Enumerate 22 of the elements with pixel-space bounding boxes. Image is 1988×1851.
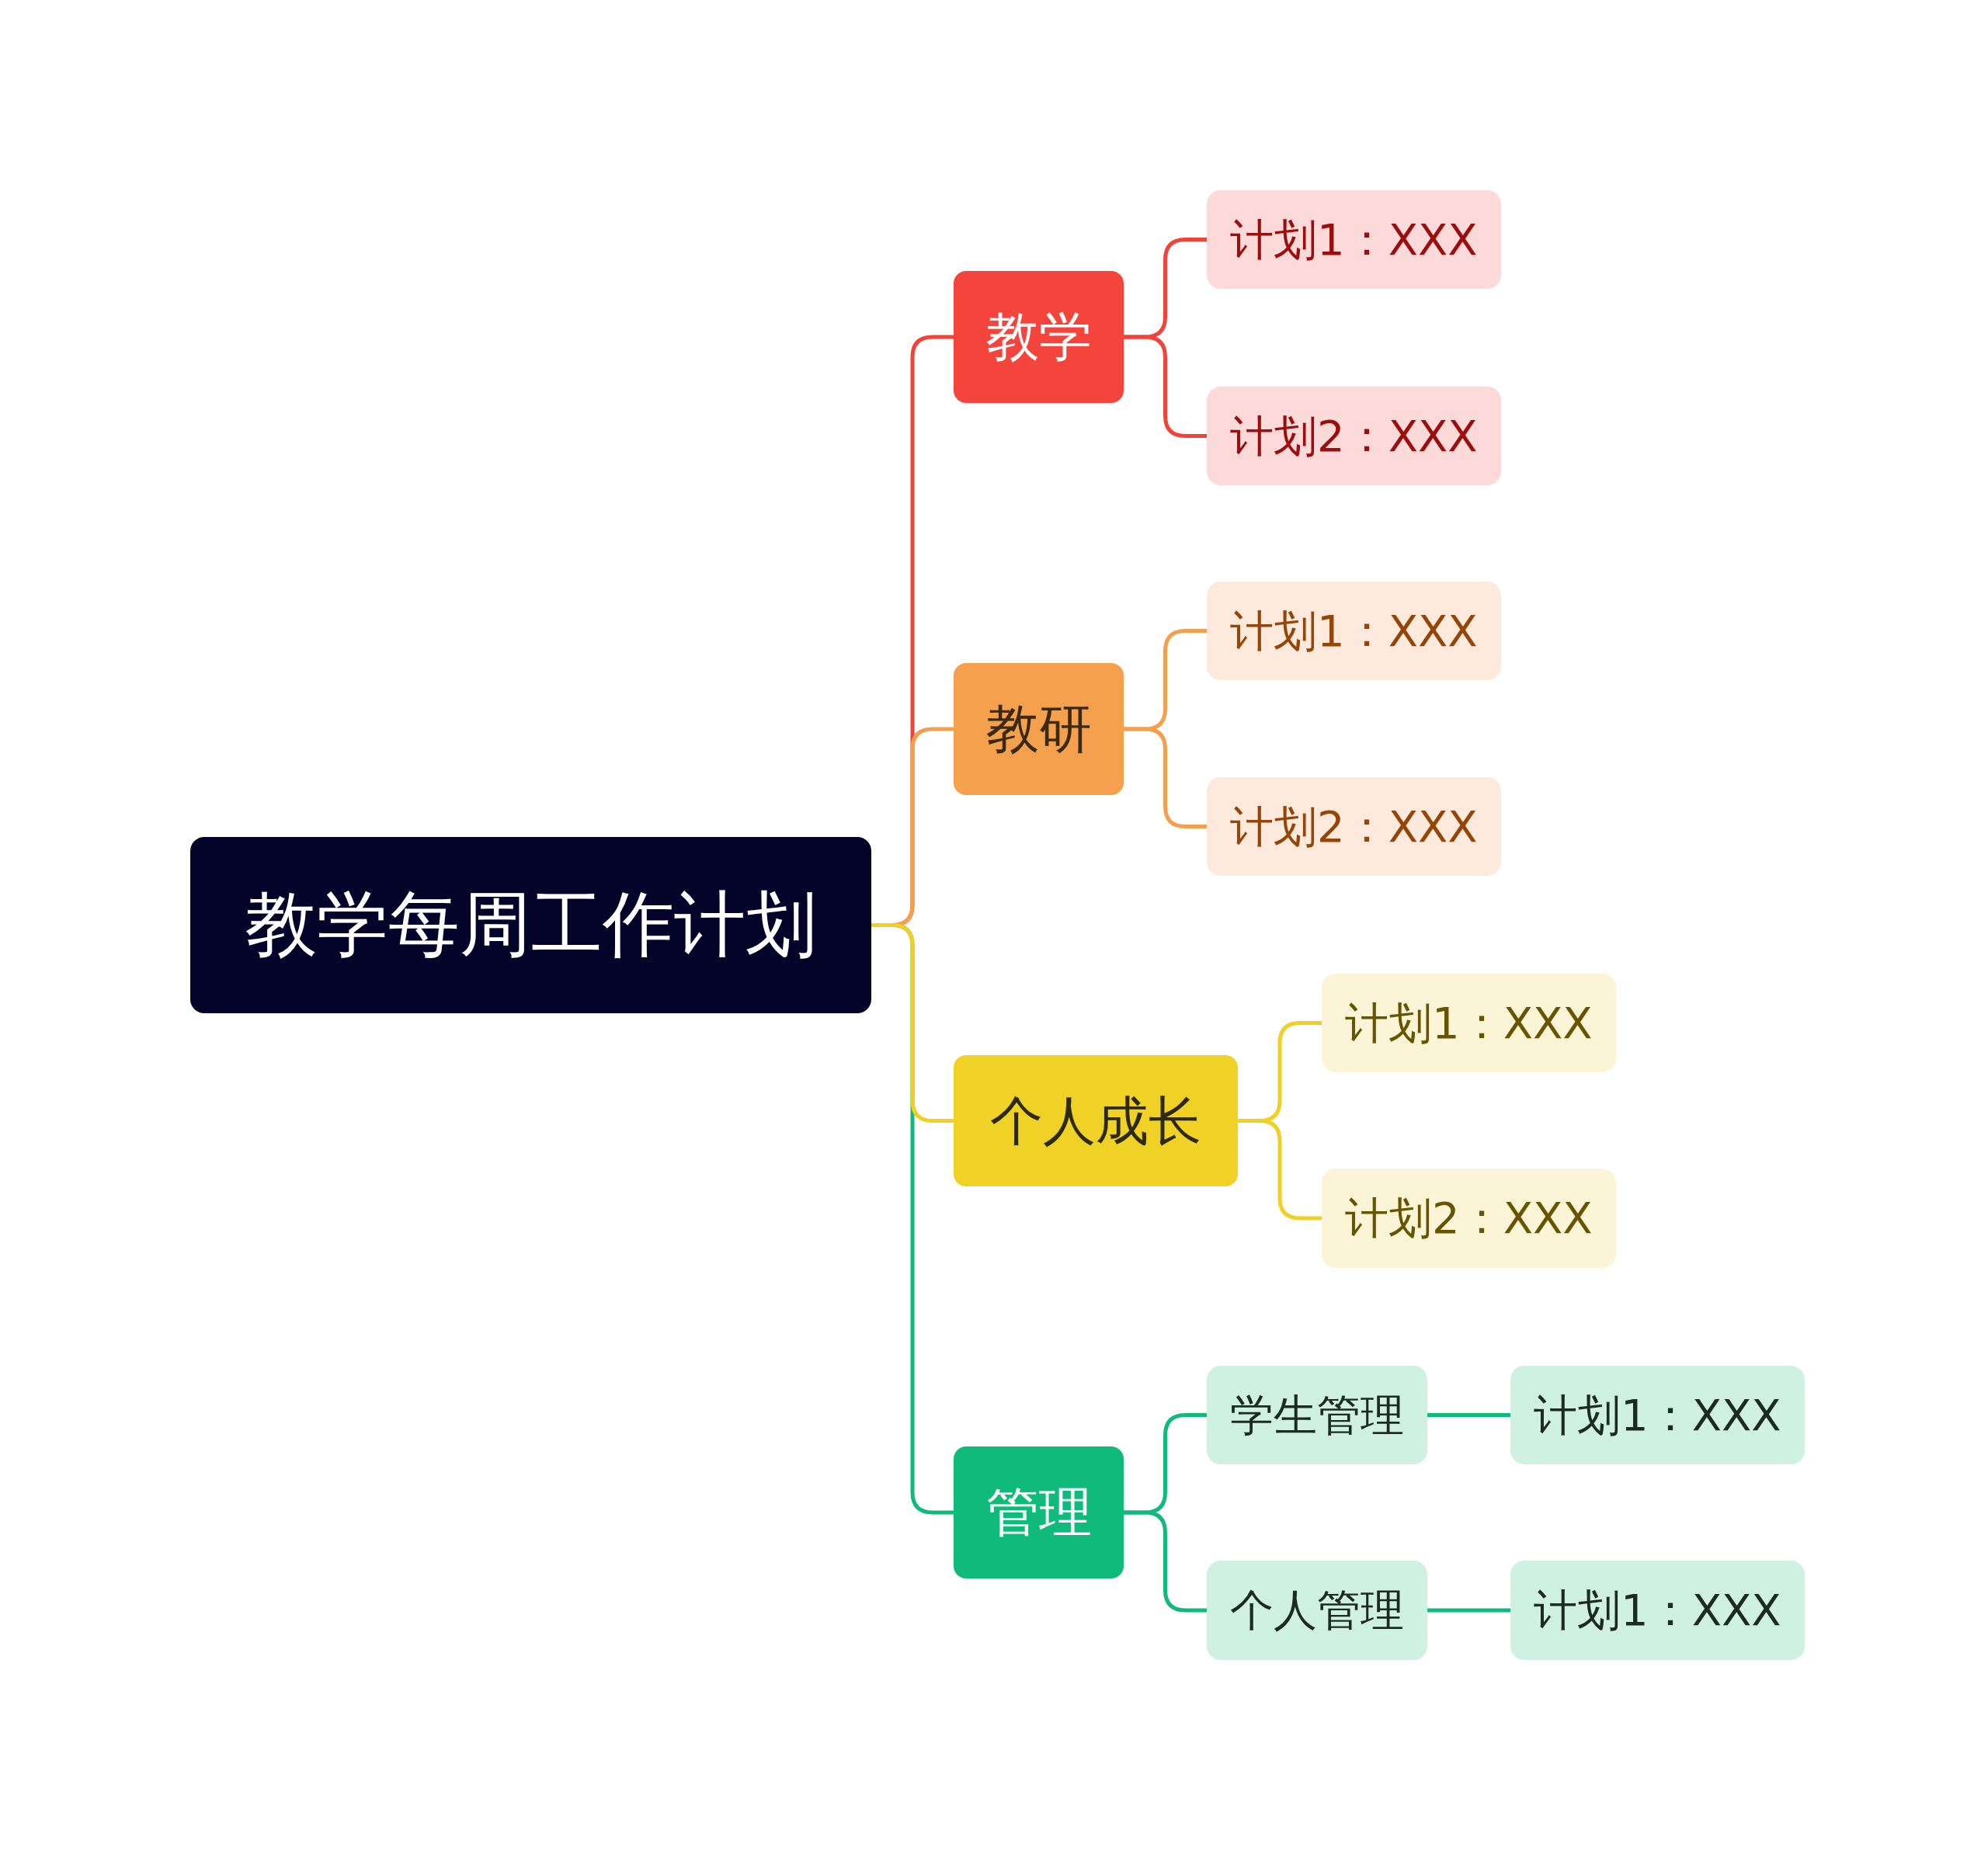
- topic-box: 教研: [954, 663, 1124, 795]
- connector-line: [1124, 1413, 1207, 1515]
- connector-line: [871, 923, 954, 1123]
- connector-line: [1124, 238, 1207, 339]
- connector-line: [1124, 727, 1207, 828]
- connector-line: [1427, 1413, 1510, 1417]
- connector-line: [1427, 1608, 1510, 1613]
- topic-box: 个人成长: [954, 1055, 1238, 1186]
- topic-box: 管理: [954, 1446, 1124, 1578]
- subtopic-box: 个人管理: [1207, 1561, 1427, 1660]
- subtopic-box: 计划1：XXX: [1207, 582, 1501, 680]
- subtopic-box: 学生管理: [1207, 1366, 1427, 1464]
- subtopic-box: 计划2：XXX: [1207, 387, 1501, 485]
- topic-box: 教学: [954, 271, 1124, 403]
- subtopic-box: 计划1：XXX: [1510, 1366, 1805, 1464]
- subtopic-box: 计划2：XXX: [1207, 777, 1501, 876]
- subtopic-box: 计划1：XXX: [1510, 1561, 1805, 1660]
- root-topic-box: 教学每周工作计划: [190, 837, 871, 1013]
- connector-line: [1238, 1119, 1322, 1221]
- subtopic-box: 计划2：XXX: [1322, 1169, 1616, 1268]
- subtopic-box: 计划1：XXX: [1207, 190, 1501, 289]
- subtopic-box: 计划1：XXX: [1322, 974, 1616, 1072]
